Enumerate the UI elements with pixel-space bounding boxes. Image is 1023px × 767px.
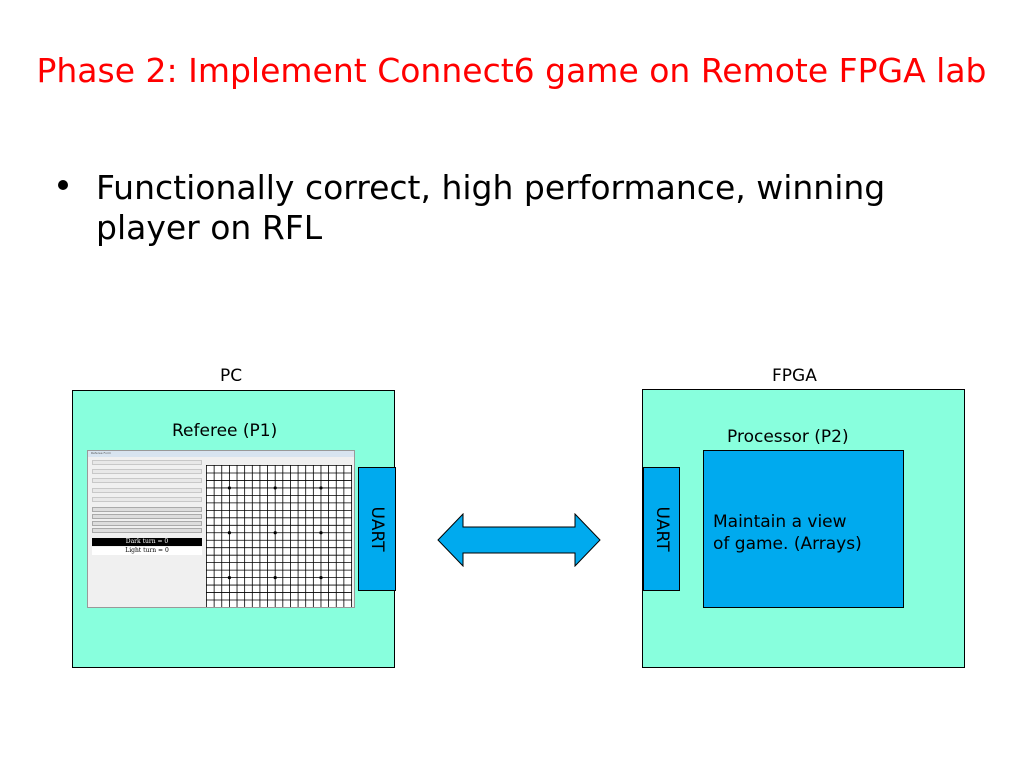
pc-label: PC	[220, 366, 243, 386]
screenshot-titlebar: Referee Form	[88, 451, 354, 457]
screenshot-button	[92, 514, 202, 519]
double-arrow-icon	[437, 513, 601, 567]
uart-right: UART	[643, 467, 680, 591]
fpga-label: FPGA	[772, 366, 817, 386]
screenshot-field	[92, 460, 202, 465]
uart-left: UART	[358, 467, 396, 591]
screenshot-title: Referee Form	[91, 451, 112, 455]
slide-title: Phase 2: Implement Connect6 game on Remo…	[36, 51, 987, 90]
uart-right-label: UART	[651, 506, 672, 552]
screenshot-field	[92, 488, 202, 493]
uart-left-label: UART	[367, 506, 387, 552]
processor-box: Maintain a view of game. (Arrays)	[703, 450, 904, 608]
screenshot-field	[92, 469, 202, 474]
game-board-grid	[206, 465, 352, 607]
light-turn-display: Light turn = 0	[92, 547, 202, 555]
processor-text: Maintain a view of game. (Arrays)	[713, 512, 862, 554]
dark-turn-display: Dark turn = 0	[92, 538, 202, 546]
bullet-text: Functionally correct, high performance, …	[96, 168, 886, 247]
screenshot-field	[92, 497, 202, 502]
screenshot-button	[92, 528, 202, 533]
bullet-dot-icon	[58, 180, 68, 190]
screenshot-button	[92, 507, 202, 512]
screenshot-button	[92, 521, 202, 526]
screenshot-field	[92, 478, 202, 483]
referee-label: Referee (P1)	[172, 421, 278, 441]
referee-screenshot: Referee Form Dark turn = 0 Light turn = …	[87, 450, 355, 608]
processor-label: Processor (P2)	[727, 427, 849, 447]
